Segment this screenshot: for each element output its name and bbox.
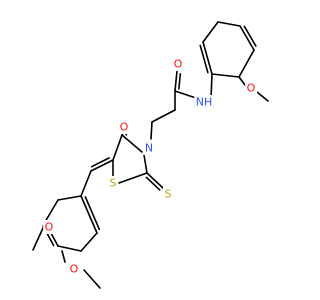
bond-nh-aryl <box>210 73 213 99</box>
bond-ar2-f <box>80 195 98 234</box>
bond-ar2-d <box>57 245 82 252</box>
bond-ar1-f-second <box>199 44 209 74</box>
atom-n-ring: N <box>145 142 153 155</box>
atom-label-background <box>194 95 214 109</box>
bond-ar1-b <box>238 49 255 78</box>
atom-label-background <box>118 120 131 134</box>
bond-ar1-e <box>202 21 219 43</box>
atom-label-layer: O O N S S NH O O O <box>43 57 258 276</box>
bond-layer <box>32 21 269 289</box>
bond-n-ch2 <box>150 121 153 140</box>
bond-c5-ch <box>90 159 114 172</box>
atom-o-methoxy-anilide: O <box>247 82 256 95</box>
atom-o-methoxy-para: O <box>70 263 79 276</box>
bond-ar1-f <box>202 41 213 75</box>
molecule-diagram: O O N S S NH O O O <box>32 21 269 289</box>
bond-c-o-amide <box>174 70 178 92</box>
atom-o-methoxy-meta: O <box>45 221 54 234</box>
atom-label-background <box>108 176 119 190</box>
bond-ar2-b <box>44 199 59 223</box>
bond-ar2-f-second <box>84 196 101 231</box>
bond-c5-ch-second <box>90 157 110 168</box>
bond-ar2-e <box>80 232 98 252</box>
bond-ar2-a <box>57 195 82 201</box>
bond-c2-s-thioxo <box>146 172 165 190</box>
bond-ar1-a <box>211 73 240 78</box>
bond-carbonyl-nh <box>174 90 197 99</box>
atom-nh-amide: NH <box>196 96 213 109</box>
bond-ar1-d <box>217 21 241 27</box>
atom-label-background <box>143 141 155 155</box>
atom-label-background <box>43 220 56 234</box>
bond-c2-s-thioxo-second <box>145 176 161 191</box>
bond-n-c4 <box>121 134 143 153</box>
bond-ch-aryl <box>80 170 92 197</box>
bond-c4-o <box>61 250 66 263</box>
atom-label-background <box>245 81 258 95</box>
bond-c4-c5 <box>112 134 123 161</box>
bond-ar1-o <box>238 76 246 86</box>
bond-o-ch3-para <box>83 269 101 289</box>
bond-c2-n <box>143 154 148 174</box>
atom-s-thioxo: S <box>165 188 172 201</box>
atom-label-background <box>172 57 185 71</box>
bond-s1-c2 <box>118 172 148 184</box>
atom-o-amide: O <box>174 58 183 71</box>
bond-ar1-c <box>239 25 255 51</box>
bond-o-ch3-anilide <box>256 91 269 102</box>
atom-label-background <box>68 262 81 276</box>
bond-ch2-ch2 <box>151 109 176 123</box>
bond-c-o-amide-second <box>178 73 182 90</box>
bond-o-ch3-meta <box>32 227 44 251</box>
atom-s-ring: S <box>110 177 117 190</box>
atom-label-background <box>163 187 174 201</box>
bond-ar1-c-second <box>243 25 257 47</box>
atom-o-carbonyl-ring: O <box>120 121 129 134</box>
